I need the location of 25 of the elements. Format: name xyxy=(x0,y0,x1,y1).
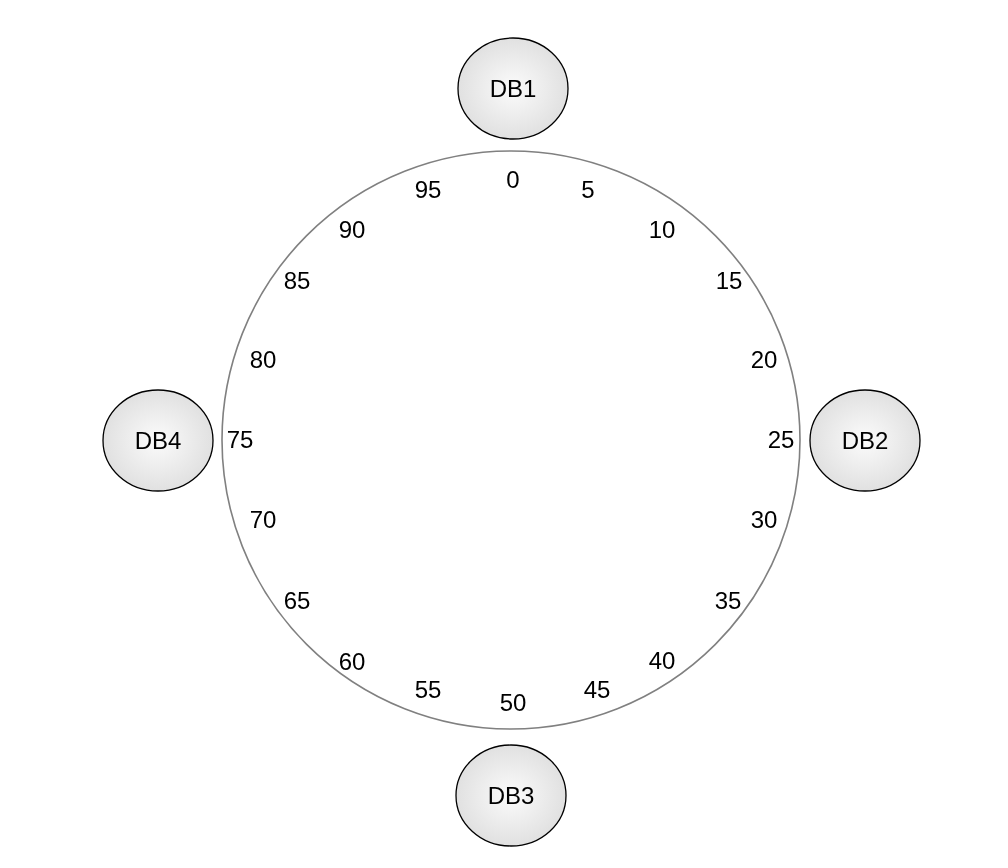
database-node: DB2 xyxy=(809,389,921,492)
ring-position-label: 10 xyxy=(648,218,676,242)
ring-position-label: 25 xyxy=(767,428,795,452)
ring-position-label: 0 xyxy=(506,168,520,192)
ring-position-label: 45 xyxy=(583,678,611,702)
ring-position-label: 85 xyxy=(283,269,311,293)
ring-position-label: 35 xyxy=(714,589,742,613)
ring-position-label: 20 xyxy=(750,348,778,372)
ring-position-label: 95 xyxy=(414,178,442,202)
ring-position-label: 65 xyxy=(283,589,311,613)
ring-position-label: 70 xyxy=(249,508,277,532)
ring-position-label: 15 xyxy=(715,269,743,293)
hash-ring xyxy=(221,150,801,730)
ring-position-label: 75 xyxy=(226,428,254,452)
ring-position-label: 50 xyxy=(499,691,527,715)
database-node: DB4 xyxy=(102,389,214,492)
ring-position-label: 40 xyxy=(648,649,676,673)
ring-position-label: 80 xyxy=(249,348,277,372)
ring-position-label: 30 xyxy=(750,508,778,532)
ring-position-label: 55 xyxy=(414,678,442,702)
database-node: DB1 xyxy=(457,37,569,140)
ring-position-label: 5 xyxy=(581,178,595,202)
ring-position-label: 60 xyxy=(338,650,366,674)
database-node: DB3 xyxy=(455,744,567,847)
ring-position-label: 90 xyxy=(338,218,366,242)
